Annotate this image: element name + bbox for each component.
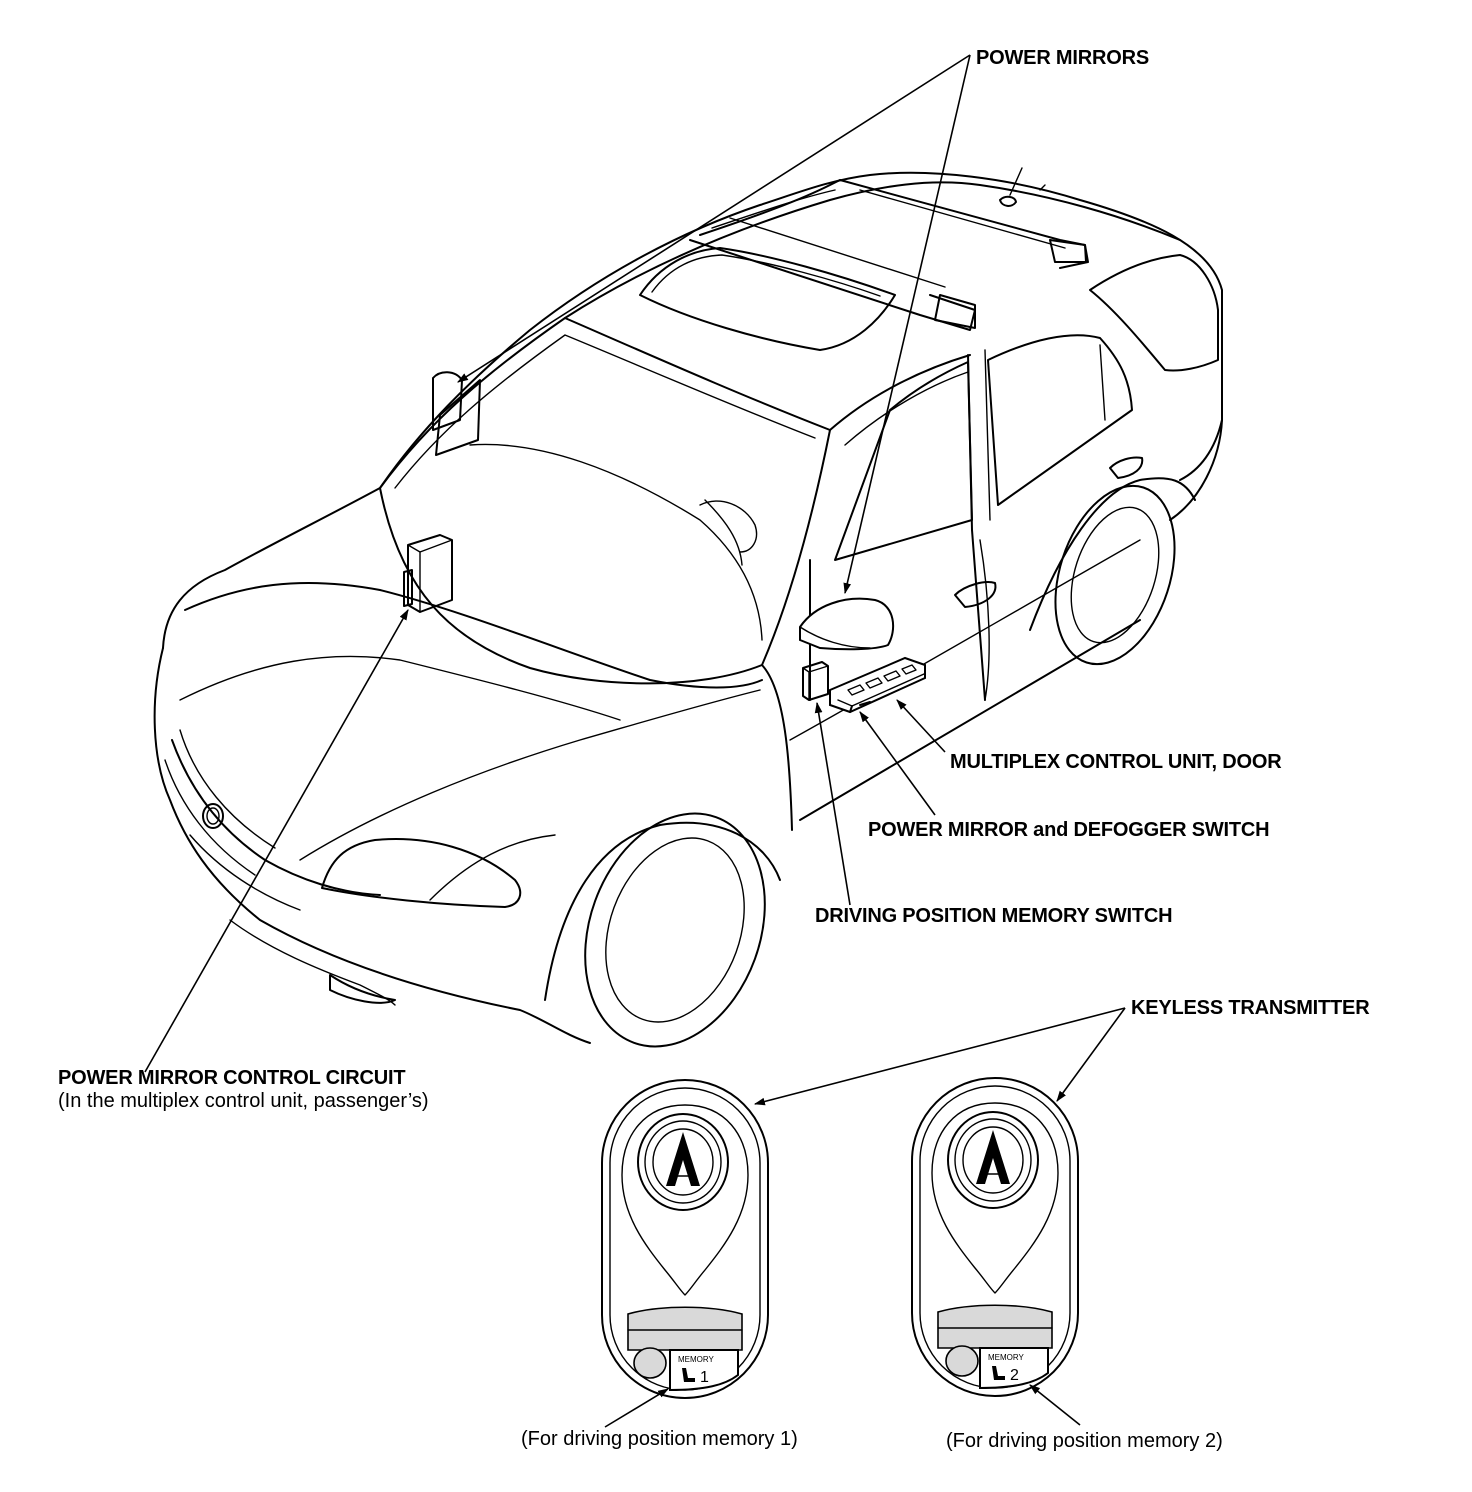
memory-1-caption: (For driving position memory 1) <box>521 1428 798 1450</box>
driving-position-memory-switch-label: DRIVING POSITION MEMORY SWITCH <box>815 905 1173 927</box>
power-mirror-control-circuit-label: POWER MIRROR CONTROL CIRCUIT <box>58 1067 406 1089</box>
keyless-transmitter-2: MEMORY 2 <box>912 1078 1078 1396</box>
seat-icon <box>682 1368 695 1382</box>
power-mirror-control-circuit-note: (In the multiplex control unit, passenge… <box>58 1090 429 1112</box>
memory-1-label: MEMORY <box>678 1355 715 1364</box>
power-mirror-defogger-switch-label: POWER MIRROR and DEFOGGER SWITCH <box>868 819 1270 841</box>
memory-2-caption: (For driving position memory 2) <box>946 1430 1223 1452</box>
seat-icon <box>992 1366 1005 1380</box>
memory-2-label: MEMORY <box>988 1353 1025 1362</box>
power-mirrors-label: POWER MIRRORS <box>976 47 1149 69</box>
memory-2-number: 2 <box>1010 1367 1019 1384</box>
keyless-transmitter-label: KEYLESS TRANSMITTER <box>1131 997 1370 1019</box>
multiplex-control-unit-door-label: MULTIPLEX CONTROL UNIT, DOOR <box>950 751 1282 773</box>
memory-1-number: 1 <box>700 1369 709 1386</box>
keyless-transmitter-1: MEMORY 1 <box>602 1080 768 1398</box>
car-outline <box>155 168 1222 1072</box>
leader-lines <box>145 55 1125 1427</box>
